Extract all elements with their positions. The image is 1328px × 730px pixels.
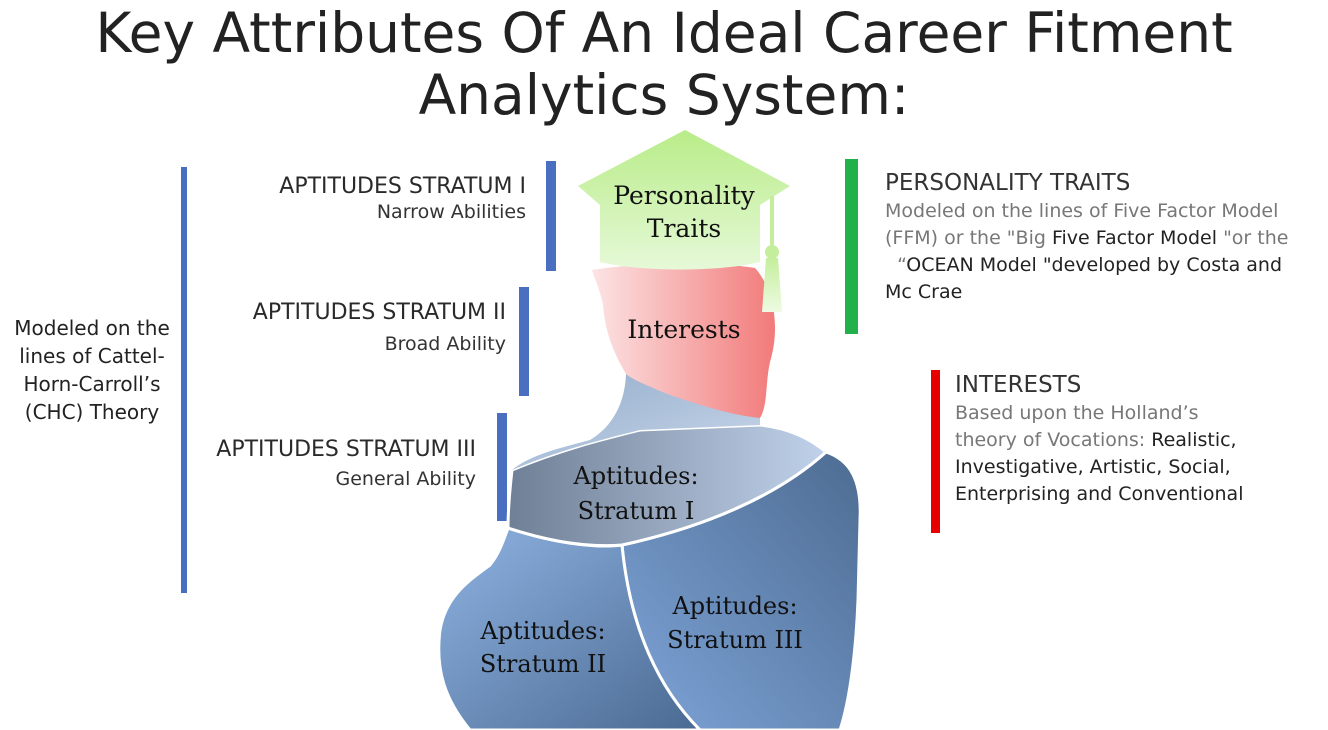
personality-line-2: (FFM) or the "Big Five Factor Model "or … <box>885 227 1289 249</box>
personality-block: PERSONALITY TRAITS Modeled on the lines … <box>885 170 1288 306</box>
chest-label-line-2: Stratum I <box>578 497 695 525</box>
stratum-1-heading: APTITUDES STRATUM I <box>279 174 526 199</box>
interests-line-2: theory of Vocations: Realistic, <box>955 429 1237 451</box>
left-body-label-line-2: Stratum II <box>480 650 606 678</box>
interests-block: INTERESTS Based upon the Holland’s theor… <box>955 372 1243 508</box>
stratum-3-label: APTITUDES STRATUM III General Ability <box>216 437 476 490</box>
right-body-label-line-1: Aptitudes: <box>671 592 797 620</box>
interests-desc: Based upon the Holland’s theory of Vocat… <box>955 400 1243 508</box>
chest-label-line-1: Aptitudes: <box>572 462 698 490</box>
head-label: Interests <box>627 315 740 344</box>
stratum-2-label: APTITUDES STRATUM II Broad Ability <box>253 300 506 355</box>
cap-label-line-1: Personality <box>613 181 755 210</box>
interests-line-1: Based upon the Holland’s <box>955 402 1199 424</box>
title-line-2: Analytics System: <box>418 63 910 127</box>
interests-bar <box>931 370 940 533</box>
interests-line-3: Investigative, Artistic, Social, <box>955 456 1231 478</box>
stratum-1-label: APTITUDES STRATUM I Narrow Abilities <box>279 174 526 223</box>
personality-line-1: Modeled on the lines of Five Factor Mode… <box>885 200 1279 222</box>
stratum-2-heading: APTITUDES STRATUM II <box>252 300 506 325</box>
personality-line-3: “OCEAN Model "developed by Costa and <box>885 254 1283 276</box>
title-line-1: Key Attributes Of An Ideal Career Fitmen… <box>95 1 1233 65</box>
chc-note-line-2: lines of Cattel- <box>19 344 165 368</box>
interests-shape <box>592 263 775 418</box>
stratum-3-bar <box>497 413 507 521</box>
right-body-label-line-2: Stratum III <box>667 626 803 654</box>
stratum-3-heading: APTITUDES STRATUM III <box>216 437 476 462</box>
personality-cap-shape <box>578 130 790 270</box>
personality-desc: Modeled on the lines of Five Factor Mode… <box>885 198 1288 306</box>
chc-bracket-bar <box>181 167 187 593</box>
cap-label-line-2: Traits <box>647 214 721 243</box>
page-title: Key Attributes Of An Ideal Career Fitmen… <box>0 2 1328 126</box>
personality-heading: PERSONALITY TRAITS <box>885 170 1131 196</box>
interests-line-4: Enterprising and Conventional <box>955 483 1244 505</box>
interests-heading: INTERESTS <box>955 372 1082 398</box>
neck-shape <box>512 374 760 470</box>
chc-note-line-4: (CHC) Theory <box>24 400 160 424</box>
stratum-3-sub: General Ability <box>335 468 476 490</box>
chc-note-line-1: Modeled on the <box>14 316 170 340</box>
stratum-1-bar <box>546 161 556 271</box>
stratum-1-sub: Narrow Abilities <box>376 201 526 223</box>
left-body-label-line-1: Aptitudes: <box>479 617 605 645</box>
stratum-1-shape <box>506 423 829 548</box>
personality-bar <box>845 159 858 334</box>
stratum-2-sub: Broad Ability <box>384 333 506 355</box>
stratum-2-bar <box>519 287 529 396</box>
chc-theory-note: Modeled on the lines of Cattel- Horn-Car… <box>6 314 178 426</box>
chc-note-line-3: Horn-Carroll’s <box>23 372 161 396</box>
personality-line-4: Mc Crae <box>885 281 963 303</box>
